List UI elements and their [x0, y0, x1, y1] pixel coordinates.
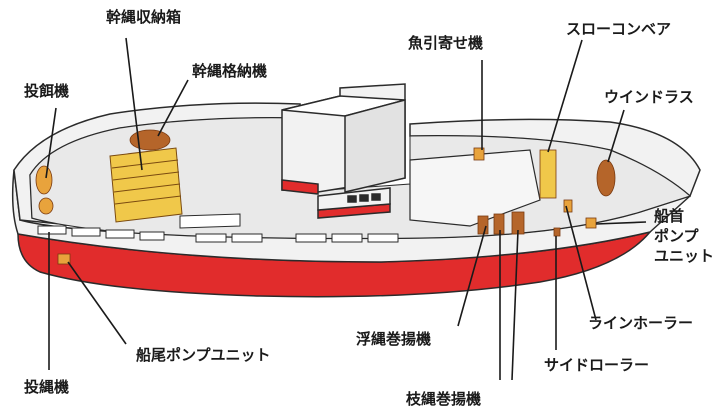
label-bait-thrower: 投餌機	[24, 82, 70, 100]
deck-opening-mid	[179, 213, 241, 229]
label-line-hauler: ラインホーラー	[588, 314, 694, 332]
label-side-roller: サイドローラー	[544, 356, 650, 374]
rail-windows	[37, 225, 399, 243]
forward-deck-opening	[409, 149, 541, 227]
label-windlass: ウインドラス	[604, 88, 694, 106]
trunk-line-storage-box-shape	[109, 147, 183, 223]
label-bow-pump-line3: ユニット	[654, 247, 715, 265]
label-trunk-line-storage-machine: 幹縄格納機	[192, 62, 268, 80]
label-bow-pump-unit: 船首 ポンプ ユニット	[654, 206, 714, 266]
label-float-line-hauler: 浮縄巻揚機	[356, 330, 432, 348]
label-bow-pump-line2: ポンプ	[654, 227, 699, 245]
equipment-items	[35, 129, 616, 265]
superstructure	[281, 83, 406, 219]
label-bow-pump-line1: 船首	[654, 207, 685, 225]
deck-floor	[29, 117, 692, 239]
label-trunk-line-storage-box: 幹縄収納箱	[106, 8, 182, 26]
label-slow-conveyor: スローコンベア	[566, 20, 672, 38]
label-branch-line-hauler: 枝縄巻揚機	[406, 390, 482, 408]
label-fish-hauler: 魚引寄せ機	[408, 34, 484, 52]
leader-lines	[45, 37, 647, 381]
label-line-shooter: 投縄機	[24, 378, 70, 396]
label-stern-pump-unit: 船尾ポンプユニット	[136, 346, 271, 364]
